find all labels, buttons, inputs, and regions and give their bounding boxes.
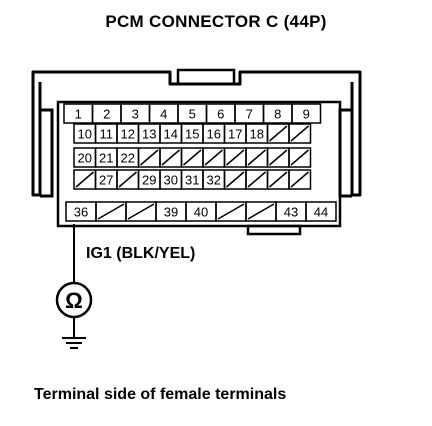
terminal-number: 5 [189,107,196,122]
terminal-number: 7 [246,107,253,122]
unused-terminal-slash [290,171,309,188]
terminal-number: 40 [194,205,208,220]
terminal-number: 17 [228,127,242,142]
unused-terminal-slash [269,171,288,188]
terminal-number: 8 [274,107,281,122]
left-latch [40,108,54,198]
terminal-number: 13 [142,127,156,142]
unused-terminal-slash [204,149,223,166]
unused-terminal-slash [75,171,94,188]
terminal-number: 6 [217,107,224,122]
terminal-number: 1 [75,107,82,122]
terminal-cell [291,103,322,124]
unused-terminal-slash [127,203,155,220]
terminal-cell [288,169,312,190]
unused-terminal-slash [247,203,275,220]
terminal-number: 12 [121,127,135,142]
terminal-number: 11 [100,127,114,142]
unused-terminal-slash [226,171,245,188]
terminal-cell [305,201,337,222]
terminal-number: 18 [250,127,264,142]
terminal-number: 10 [78,127,92,142]
terminal-number: 20 [78,151,92,166]
bottom-tab [246,224,302,236]
terminal-number: 9 [303,107,310,122]
unused-terminal-slash [290,125,309,142]
terminal-number: 43 [284,205,298,220]
unused-terminal-slash [247,149,266,166]
unused-terminal-slash [290,149,309,166]
terminal-cell [288,147,312,168]
unused-terminal-slash [247,171,266,188]
terminal-number: 39 [164,205,178,220]
unused-terminal-slash [118,171,137,188]
terminal-number: 22 [121,151,135,166]
unused-terminal-slash [183,149,202,166]
unused-terminal-slash [226,149,245,166]
terminal-cell [288,123,312,144]
unused-terminal-slash [269,125,288,142]
connector-locking-tab [176,68,236,86]
terminal-number: 21 [99,151,113,166]
diagram-caption: Terminal side of female terminals [34,386,287,403]
connector-title: PCM CONNECTOR C (44P) [105,12,327,31]
terminal-number: 2 [103,107,110,122]
ohm-symbol: Ω [65,288,83,313]
terminal-number: 3 [132,107,139,122]
terminal-number: 32 [207,173,221,188]
unused-terminal-slash [217,203,245,220]
unused-terminal-slash [269,149,288,166]
terminal-number: 36 [74,205,88,220]
right-latch [338,108,352,198]
terminal-number: 15 [185,127,199,142]
terminal-number: 27 [99,173,113,188]
terminal-number: 31 [185,173,199,188]
wire-label: IG1 (BLK/YEL) [86,245,196,262]
unused-terminal-slash [97,203,125,220]
terminal-number: 29 [142,173,156,188]
terminal-number: 16 [207,127,221,142]
terminal-number: 30 [164,173,178,188]
terminal-number: 4 [160,107,167,122]
terminal-number: 44 [314,205,328,220]
unused-terminal-slash [161,149,180,166]
terminal-number: 14 [164,127,178,142]
unused-terminal-slash [140,149,159,166]
